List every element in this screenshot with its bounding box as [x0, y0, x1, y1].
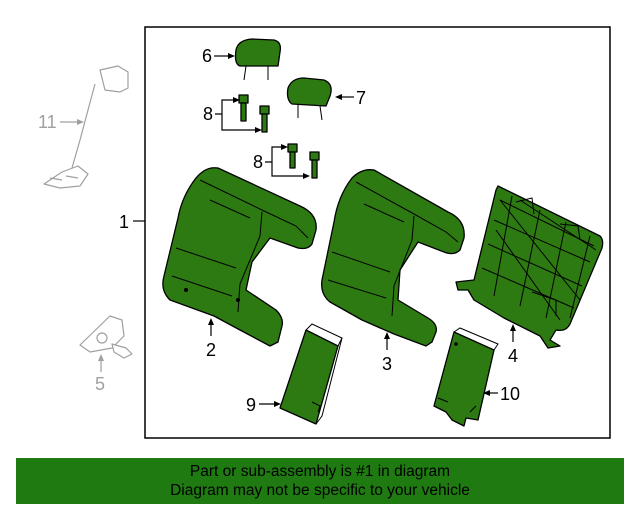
arrow-11: [77, 119, 84, 125]
arrow-6: [228, 53, 235, 59]
arrow-10: [483, 390, 490, 396]
notice-banner: Part or sub-assembly is #1 in diagram Di…: [16, 458, 624, 504]
callout-8-upper[interactable]: 8: [203, 104, 213, 124]
assembly-frame: [144, 26, 611, 439]
arrow-8-lower-a: [281, 144, 288, 150]
arrow-8-upper-a: [233, 97, 240, 103]
callout-4[interactable]: 4: [508, 346, 518, 366]
callout-11[interactable]: 11: [38, 112, 57, 132]
part-9-armrest[interactable]: [279, 323, 343, 425]
notice-line-2: Diagram may not be specific to your vehi…: [170, 482, 470, 499]
part-7-headrest[interactable]: [286, 77, 332, 121]
callout-5[interactable]: 5: [95, 374, 105, 394]
arrow-4: [510, 324, 516, 331]
callout-10[interactable]: 10: [500, 384, 520, 404]
part-6-headrest[interactable]: [234, 38, 282, 81]
callout-6[interactable]: 6: [202, 46, 212, 66]
arrow-8-upper-b: [255, 127, 262, 133]
part-4-seat-back-frame[interactable]: [455, 185, 604, 349]
callout-9[interactable]: 9: [246, 395, 256, 415]
part-2-seat-back-left[interactable]: [162, 167, 317, 347]
leader-8-upper: [215, 99, 258, 131]
arrow-2: [208, 318, 214, 325]
callout-8-lower[interactable]: 8: [253, 152, 263, 172]
part-5-bracket[interactable]: [79, 315, 133, 359]
callout-7[interactable]: 7: [356, 88, 366, 108]
callout-2[interactable]: 2: [206, 340, 216, 360]
arrow-3: [384, 332, 390, 339]
part-8-headrest-guides-lower[interactable]: [287, 143, 320, 179]
part-8-headrest-guides-upper[interactable]: [238, 94, 270, 133]
callout-1[interactable]: 1: [119, 212, 129, 232]
callout-3[interactable]: 3: [382, 354, 392, 374]
leader-8-lower: [265, 146, 306, 177]
arrow-8-lower-b: [303, 173, 310, 179]
part-11-seat-belt-buckle[interactable]: [43, 65, 129, 189]
notice-line-1: Part or sub-assembly is #1 in diagram: [189, 463, 451, 480]
arrow-5: [98, 354, 104, 361]
part-3-seat-back-center[interactable]: [321, 169, 465, 347]
arrow-7: [335, 94, 342, 100]
part-10-trim-panel[interactable]: [433, 327, 499, 427]
arrow-9: [274, 401, 281, 407]
